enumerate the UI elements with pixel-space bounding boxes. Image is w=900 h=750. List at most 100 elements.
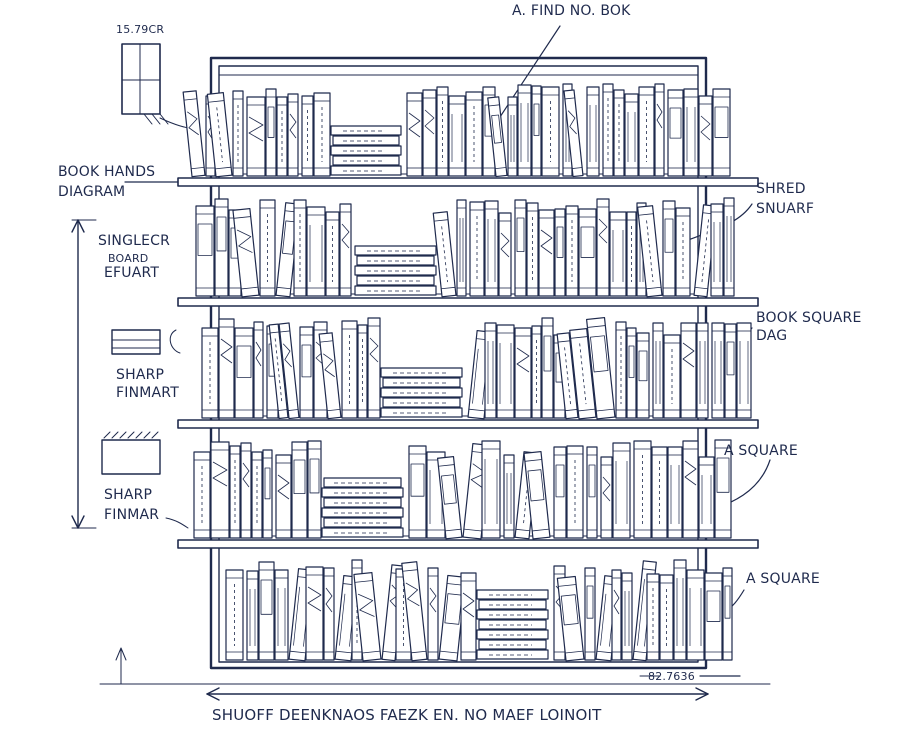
book-spine xyxy=(626,211,637,297)
book-spine xyxy=(323,567,335,661)
book-spine-title xyxy=(523,466,530,525)
book-spine-band xyxy=(564,97,575,100)
book-spine xyxy=(206,92,233,178)
book-spine xyxy=(253,321,264,419)
book-stacked xyxy=(476,609,549,620)
book-spine xyxy=(531,325,542,419)
book-spine-outline xyxy=(531,85,542,177)
book-spine-pattern xyxy=(289,113,297,139)
book-spine-pattern xyxy=(429,587,437,613)
book-spine-outline xyxy=(206,92,233,178)
book-spine-pattern xyxy=(255,341,262,367)
book-stacked xyxy=(330,165,402,176)
book-spine-band xyxy=(596,650,612,654)
singlecr-label-line2: BOARD xyxy=(108,252,149,265)
book-spine xyxy=(626,327,637,419)
book-spine xyxy=(448,95,466,177)
book-spine-label xyxy=(491,114,502,144)
book-spine-outline xyxy=(517,84,532,177)
book-spine xyxy=(615,321,627,419)
book-spine xyxy=(523,450,551,540)
book-spine xyxy=(210,441,230,539)
book-spine-outline xyxy=(680,322,697,419)
book-spine xyxy=(704,572,723,661)
book-spine-band xyxy=(288,409,299,411)
book-square-label-line1: BOOK SQUARE xyxy=(756,310,862,326)
book-spine-band xyxy=(289,650,306,654)
shelf-board xyxy=(177,297,759,307)
book-spine-label xyxy=(267,106,275,138)
book-spine-outline xyxy=(218,318,235,419)
book-stacked xyxy=(321,507,404,518)
book-stacked xyxy=(321,527,404,538)
book-spine-label xyxy=(724,585,731,619)
book-spine-pattern xyxy=(656,103,663,129)
book-stacked xyxy=(356,255,435,266)
book-spine xyxy=(313,92,331,177)
corner-size-label: 15.79CR xyxy=(116,23,165,36)
book-spine-outline xyxy=(246,570,259,661)
book-spine xyxy=(318,332,342,420)
book-spine-outline xyxy=(626,211,637,297)
book-spine xyxy=(667,89,684,177)
book-spine-outline xyxy=(448,95,466,177)
book-spine xyxy=(652,322,664,419)
book-spine-label xyxy=(309,458,320,494)
book-spine xyxy=(613,89,625,177)
book-spine-outline xyxy=(704,572,723,661)
book-spine-band xyxy=(596,408,615,412)
book-stacked xyxy=(478,639,547,650)
book-spine-band xyxy=(402,569,418,572)
book-spine-band xyxy=(241,286,259,290)
book-spine-label xyxy=(197,223,213,256)
book-spine xyxy=(563,89,584,178)
book-spine-outline xyxy=(341,320,358,419)
book-spine xyxy=(353,571,382,662)
book-spine-band xyxy=(434,219,449,222)
book-spine xyxy=(498,212,512,297)
book-spine xyxy=(600,456,613,539)
book-spine-band xyxy=(524,459,542,462)
book-spine xyxy=(611,569,622,661)
book-spine xyxy=(566,445,584,539)
book-spine-pattern xyxy=(462,592,475,618)
book-spine-pattern xyxy=(282,343,292,368)
book-spine-outline xyxy=(714,439,732,539)
book-spine xyxy=(259,199,276,297)
book-spine-label xyxy=(706,590,721,622)
book-spine xyxy=(624,93,639,177)
book-spine-label xyxy=(293,459,306,494)
book-spine xyxy=(651,446,668,539)
book-spine-outline xyxy=(265,88,277,177)
book-spine-outline xyxy=(287,93,299,177)
book-spine xyxy=(517,84,532,177)
book-stacked xyxy=(382,377,461,388)
book-spine-outline xyxy=(195,205,215,297)
book-spine-outline xyxy=(584,567,596,661)
book-spine-band xyxy=(646,286,662,290)
sharp-finmar-label-line1: SHARP xyxy=(104,487,153,503)
book-spine-band xyxy=(269,331,280,334)
book-spine-outline xyxy=(262,449,273,539)
book-spine-outline xyxy=(514,327,532,419)
book-spine xyxy=(201,327,219,419)
book-spine-pattern xyxy=(470,463,487,490)
book-spine xyxy=(218,318,235,419)
a-square-label-2: A SQUARE xyxy=(746,571,820,587)
book-spine-outline xyxy=(306,206,326,297)
book-spine-outline xyxy=(613,89,625,177)
book-spine-band xyxy=(439,650,458,654)
book-spine xyxy=(339,203,352,297)
book-spine xyxy=(686,569,705,661)
book-spine-label xyxy=(543,335,552,372)
book-spine xyxy=(578,208,597,297)
book-spine-band xyxy=(565,650,584,654)
book-spine-pattern xyxy=(516,347,530,373)
book-spine xyxy=(596,198,610,297)
book-spine xyxy=(251,451,263,539)
book-spine xyxy=(496,324,515,419)
book-spine-pattern xyxy=(682,342,695,368)
book-spine-label xyxy=(516,217,525,252)
book-spine-outline xyxy=(406,92,423,177)
book-spine-label xyxy=(638,350,648,382)
